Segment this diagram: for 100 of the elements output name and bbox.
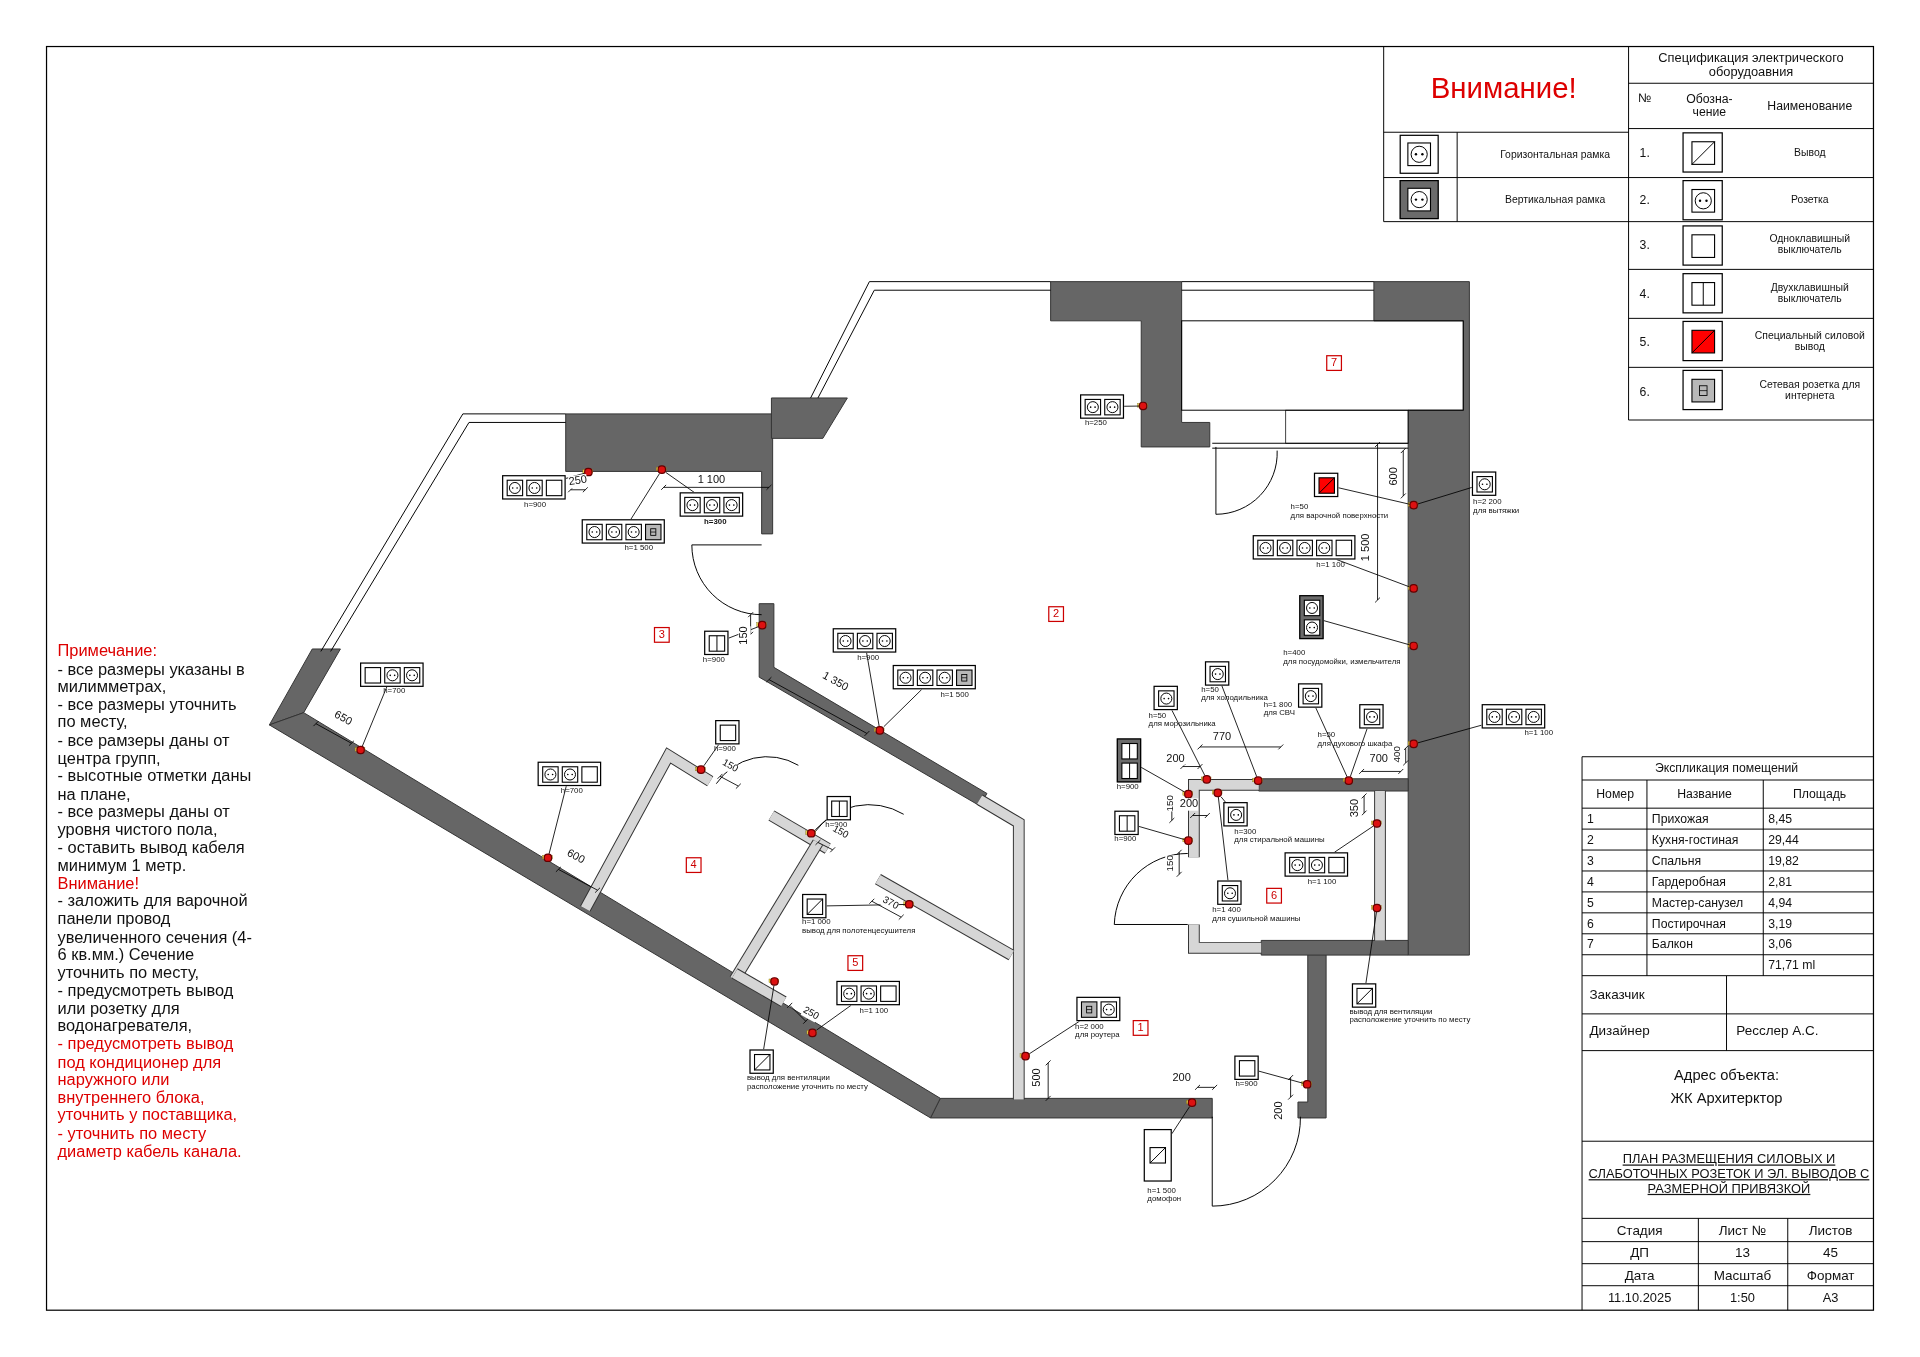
column-header: Название xyxy=(1677,786,1732,801)
device-frame xyxy=(1481,704,1546,729)
drawing-title: ПЛАН РАЗМЕЩЕНИЯ СИЛОВЫХ И СЛАБОТОЧНЫХ РОЗЕТОК И ЭЛ. ВЫВОДОВ С РАЗМЕРНОЙ ПРИВЯЗКОЙ xyxy=(1587,1151,1871,1196)
note-text: - уточнить по месту диаметр кабель канала. xyxy=(57,1125,243,1162)
legend-text: Вывод xyxy=(1794,146,1826,158)
leader-line xyxy=(665,472,695,493)
note-text: - оставить вывод кабеля минимум 1 метр. xyxy=(57,839,246,876)
table-text: 19,82 xyxy=(1768,853,1799,868)
outlet-point xyxy=(544,853,552,862)
outlet-point xyxy=(1344,776,1353,785)
table-text: 3 xyxy=(1586,853,1594,868)
row-number: 1. xyxy=(1639,146,1650,160)
leader-line xyxy=(1315,707,1348,778)
note-text: - все размеры даны от уровня чистого пола, xyxy=(57,803,231,840)
note-text: - предусмотреть вывод под кондиционер для наружного или внутреннего блока, уточнить у поставщика, xyxy=(57,1036,239,1126)
room-number-tag: 6 xyxy=(1266,887,1283,904)
room-number-tag: 7 xyxy=(1326,355,1343,371)
table-text: Постирочная xyxy=(1651,916,1726,930)
table-text: 4 xyxy=(1586,874,1594,889)
outlet-point xyxy=(1184,790,1193,799)
table-text: Балкон xyxy=(1651,937,1693,951)
outlet-point xyxy=(1409,584,1418,593)
leader-line xyxy=(630,473,660,520)
device-frame xyxy=(1116,738,1142,783)
leader-line xyxy=(361,686,388,747)
column-header: Наименование xyxy=(1767,98,1853,113)
row-number: 5. xyxy=(1639,334,1650,349)
leader-line xyxy=(1349,728,1368,778)
leader-line xyxy=(1337,487,1411,505)
legend-text: Одноклавишный выключатель xyxy=(1768,233,1852,256)
leader-line xyxy=(1123,405,1140,407)
note-heading: Примечание: xyxy=(57,642,158,661)
device-frame xyxy=(502,475,566,500)
outlet-point xyxy=(1373,904,1381,912)
leader-line xyxy=(1221,685,1258,778)
outlet-point xyxy=(1303,1080,1312,1089)
table-text: 2,81 xyxy=(1768,874,1792,889)
dimension-label: 200 xyxy=(1179,798,1199,811)
room-number-tag: 3 xyxy=(653,626,670,643)
outlet-point xyxy=(807,829,816,838)
leader-line xyxy=(1365,911,1377,984)
table-text: 5 xyxy=(1586,895,1594,910)
room-number-tag: 1 xyxy=(1132,1020,1149,1036)
outlet-point xyxy=(758,621,767,630)
dimension-label: 200 xyxy=(1166,753,1185,766)
outlet-point xyxy=(658,465,666,474)
leader-line xyxy=(1417,724,1483,744)
outlet-point xyxy=(905,900,914,909)
device-frame xyxy=(581,519,665,544)
leader-line xyxy=(1336,559,1411,588)
device-frame xyxy=(1080,394,1125,419)
address-title: Адрес объекта: xyxy=(1674,1068,1780,1085)
outlet-point xyxy=(1139,402,1148,410)
leader-line xyxy=(548,785,567,855)
dimension-label: 150 xyxy=(1165,855,1176,872)
field-title: Дизайнер xyxy=(1589,1022,1650,1038)
device-frame xyxy=(537,761,602,787)
note-text: - предусмотреть вывод или розетку для водонагревателя, xyxy=(57,982,235,1036)
outlet-point xyxy=(1213,789,1222,797)
table-text: Спальня xyxy=(1651,853,1702,868)
leader-line xyxy=(1258,1070,1304,1084)
legend-text: Розетка xyxy=(1791,194,1829,206)
legend-text: Специальный силовой вывод xyxy=(1753,330,1866,353)
device-frame xyxy=(360,662,424,687)
note-text: - все рамзеры даны от центра групп, xyxy=(57,732,231,768)
table-text: ДП xyxy=(1630,1245,1649,1261)
outlet-point xyxy=(1202,775,1211,784)
leader-line xyxy=(1138,825,1185,840)
table-text: 29,44 xyxy=(1768,832,1799,847)
legend-text: Сетевая розетка для интернета xyxy=(1758,379,1862,402)
note-text: - высотные отметки даны на плане, xyxy=(57,767,253,804)
legend-text: Вертикальная рамка xyxy=(1504,194,1606,206)
table-heading: Экспликация помещений xyxy=(1654,761,1799,775)
outlet-point xyxy=(1409,740,1418,748)
row-number: 2. xyxy=(1639,192,1650,207)
row-number: 4. xyxy=(1639,287,1650,301)
table-text: 3,19 xyxy=(1768,916,1792,930)
table-text: Гардеробная xyxy=(1651,874,1726,889)
leader-line xyxy=(703,744,720,767)
outlet-point xyxy=(356,746,365,754)
note-heading: Внимание! xyxy=(57,875,140,894)
outlet-point xyxy=(876,726,884,735)
outlet-point xyxy=(1188,1098,1197,1107)
leader-line xyxy=(816,1004,852,1031)
column-header: Лист № xyxy=(1718,1222,1767,1238)
leader-line xyxy=(763,985,775,1050)
leader-line xyxy=(1220,796,1226,803)
leader-line xyxy=(883,688,923,728)
outlet-point xyxy=(770,977,779,986)
dimension-label: 250 xyxy=(568,473,588,489)
column-header: Площадь xyxy=(1792,786,1847,801)
note-text: - все размеры указаны в милимметрах, xyxy=(57,660,246,697)
leader-line xyxy=(1171,1106,1190,1135)
outlet-point xyxy=(1409,501,1418,510)
leader-line xyxy=(826,904,906,907)
device-frame xyxy=(892,664,976,690)
outlet-point xyxy=(1373,819,1381,828)
table-text: Мастер-санузел xyxy=(1651,895,1744,910)
outlet-point xyxy=(1409,642,1418,650)
device-frame xyxy=(832,628,897,653)
